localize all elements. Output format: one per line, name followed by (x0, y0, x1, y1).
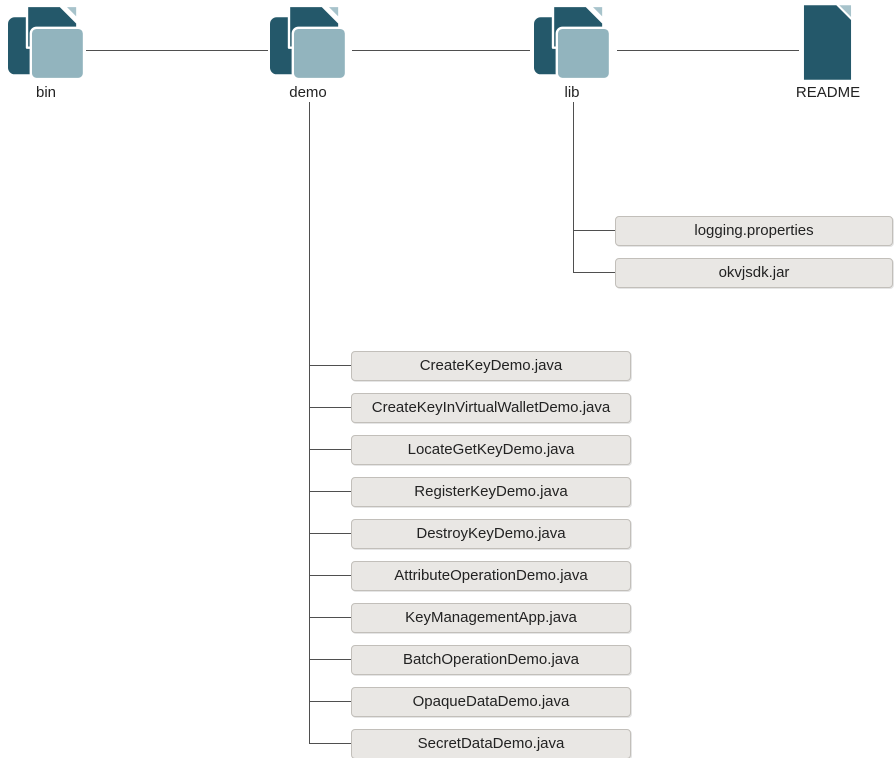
connector-bin-demo (86, 50, 268, 51)
tree-branch (573, 230, 615, 231)
tree-branch (309, 659, 351, 660)
tree-branch (309, 575, 351, 576)
file-node: KeyManagementApp.java (351, 603, 631, 633)
tree-branch (573, 272, 615, 273)
file-node: RegisterKeyDemo.java (351, 477, 631, 507)
tree-branch (309, 407, 351, 408)
file-node: CreateKeyInVirtualWalletDemo.java (351, 393, 631, 423)
folder-icon (268, 4, 348, 85)
file-node: OpaqueDataDemo.java (351, 687, 631, 717)
file-node: CreateKeyDemo.java (351, 351, 631, 381)
folder-icon (6, 4, 86, 85)
tree-branch (309, 533, 351, 534)
tree-branch (309, 365, 351, 366)
file-node: logging.properties (615, 216, 893, 246)
connector-demo-lib (352, 50, 530, 51)
tree-branch (309, 701, 351, 702)
folder-label-bin: bin (35, 84, 57, 101)
tree-branch (309, 491, 351, 492)
tree-branch (309, 743, 351, 744)
file-node: BatchOperationDemo.java (351, 645, 631, 675)
file-node: LocateGetKeyDemo.java (351, 435, 631, 465)
file-node: DestroyKeyDemo.java (351, 519, 631, 549)
folder-label-demo: demo (289, 84, 327, 101)
file-label-readme: README (795, 84, 861, 101)
demo-tree-trunk (309, 102, 310, 744)
folder-label-lib: lib (564, 84, 580, 101)
lib-tree-trunk (573, 102, 574, 273)
file-node: SecretDataDemo.java (351, 729, 631, 758)
connector-lib-readme (617, 50, 799, 51)
document-icon (802, 3, 853, 87)
tree-branch (309, 617, 351, 618)
tree-branch (309, 449, 351, 450)
file-node: okvjsdk.jar (615, 258, 893, 288)
folder-icon (532, 4, 612, 85)
file-node: AttributeOperationDemo.java (351, 561, 631, 591)
